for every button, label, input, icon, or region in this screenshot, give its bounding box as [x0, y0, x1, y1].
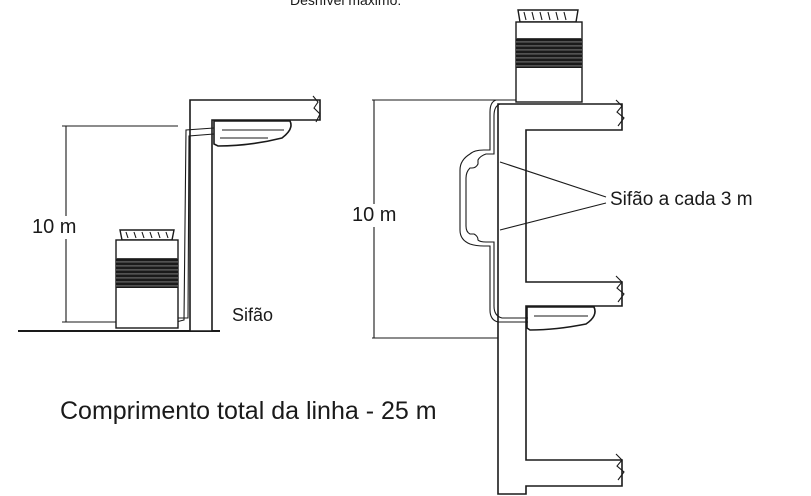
right-height-label: 10 m: [350, 204, 399, 227]
left-piping: [175, 127, 215, 323]
left-trap-label: Sifão: [232, 305, 274, 325]
right-concrete-building: [497, 103, 623, 495]
total-length-label: Comprimento total da linha - 25 m: [60, 397, 437, 425]
left-concrete-wall: [189, 99, 321, 332]
left-scene: [18, 95, 321, 332]
trap-leader-lines: [499, 161, 607, 231]
left-height-label: 10 m: [30, 216, 79, 239]
left-outdoor-unit: [115, 229, 179, 329]
right-indoor-unit: [526, 306, 596, 331]
left-indoor-unit: [213, 120, 292, 147]
right-scene: [372, 9, 625, 495]
top-caption: Desnível máximo:: [290, 0, 402, 8]
trap-interval-label: Sifão a cada 3 m: [610, 189, 753, 210]
right-piping: [459, 99, 528, 323]
right-outdoor-unit: [515, 9, 583, 103]
